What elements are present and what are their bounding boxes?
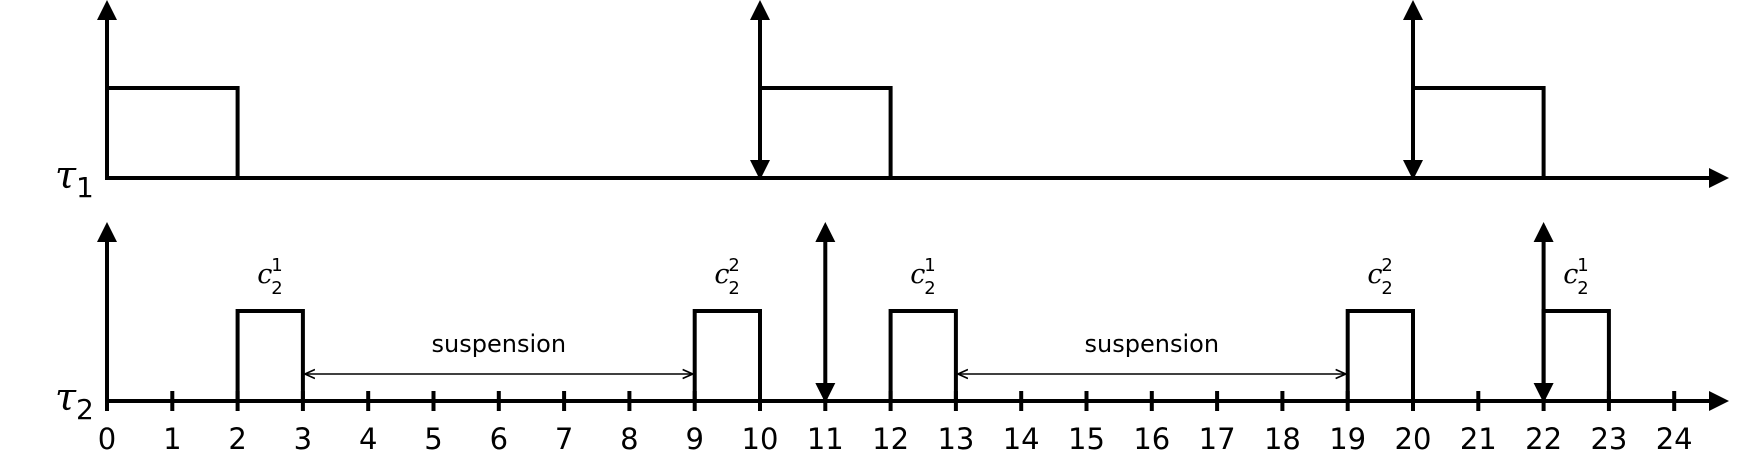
tau2-execution-label-sub: 2 [924, 278, 935, 299]
tau2-execution-label: c [1563, 259, 1578, 290]
tau2-execution-label-sup: 1 [1577, 255, 1588, 276]
tau1-execution-box [105, 86, 240, 180]
time-tick-label: 14 [1003, 422, 1040, 456]
tau1-timeline [97, 0, 1729, 188]
time-tick-label: 2 [228, 422, 246, 456]
time-tick-label: 10 [742, 422, 779, 456]
tau2-execution-box [1345, 309, 1415, 403]
task-index-tau1: 1 [76, 171, 94, 204]
tau2-suspension-label: suspension [1085, 330, 1220, 358]
time-tick-label: 3 [294, 422, 312, 456]
task-label-tau2: τ2 [55, 375, 94, 426]
time-tick-label: 24 [1656, 422, 1693, 456]
tau2-execution-label-sup: 1 [271, 255, 282, 276]
tau2-execution-label-sub: 2 [1381, 278, 1392, 299]
tau2-execution-label: c [910, 259, 925, 290]
tau2-execution-box [235, 309, 305, 403]
time-tick-label: 15 [1068, 422, 1105, 456]
tau2-execution-label-sub: 2 [728, 278, 739, 299]
time-tick-label: 18 [1264, 422, 1301, 456]
time-tick-label: 7 [555, 422, 573, 456]
time-tick-label: 20 [1395, 422, 1432, 456]
tau1-execution-box [1411, 86, 1546, 180]
tau1-execution-box [758, 86, 893, 180]
time-tick-label: 5 [424, 422, 442, 456]
tau2-execution-label-sub: 2 [1577, 278, 1588, 299]
time-tick-label: 0 [98, 422, 116, 456]
tau2-execution-label-sub: 2 [271, 278, 282, 299]
time-tick-label: 6 [490, 422, 508, 456]
time-tick-label: 17 [1199, 422, 1236, 456]
task-symbol-tau1: τ [55, 153, 77, 197]
time-tick-label: 8 [620, 422, 638, 456]
time-tick-label: 4 [359, 422, 377, 456]
tau2-execution-label: c [714, 259, 729, 290]
tau2-execution-box [1541, 309, 1611, 403]
task-label-tau1: τ1 [55, 153, 94, 204]
tau2-execution-label: c [1367, 259, 1382, 290]
tau2-suspension-label: suspension [432, 330, 567, 358]
task-index-tau2: 2 [76, 393, 94, 426]
tau2-execution-box [692, 309, 763, 403]
tau2-execution-label-sup: 2 [1381, 255, 1392, 276]
time-tick-label: 22 [1525, 422, 1562, 456]
time-tick-label: 11 [807, 422, 844, 456]
tau2-execution-label: c [257, 259, 272, 290]
tau2-execution-label-sup: 1 [924, 255, 935, 276]
time-tick-label: 9 [685, 422, 703, 456]
time-tick-label: 12 [872, 422, 909, 456]
tau2-execution-label-sup: 2 [728, 255, 739, 276]
time-tick-label: 21 [1460, 422, 1497, 456]
task-symbol-tau2: τ [55, 375, 77, 419]
time-tick-label: 1 [163, 422, 181, 456]
time-tick-label: 23 [1590, 422, 1627, 456]
time-tick-label: 19 [1329, 422, 1366, 456]
time-tick-label: 16 [1133, 422, 1170, 456]
tau2-execution-box [888, 309, 958, 403]
time-tick-label: 13 [937, 422, 974, 456]
